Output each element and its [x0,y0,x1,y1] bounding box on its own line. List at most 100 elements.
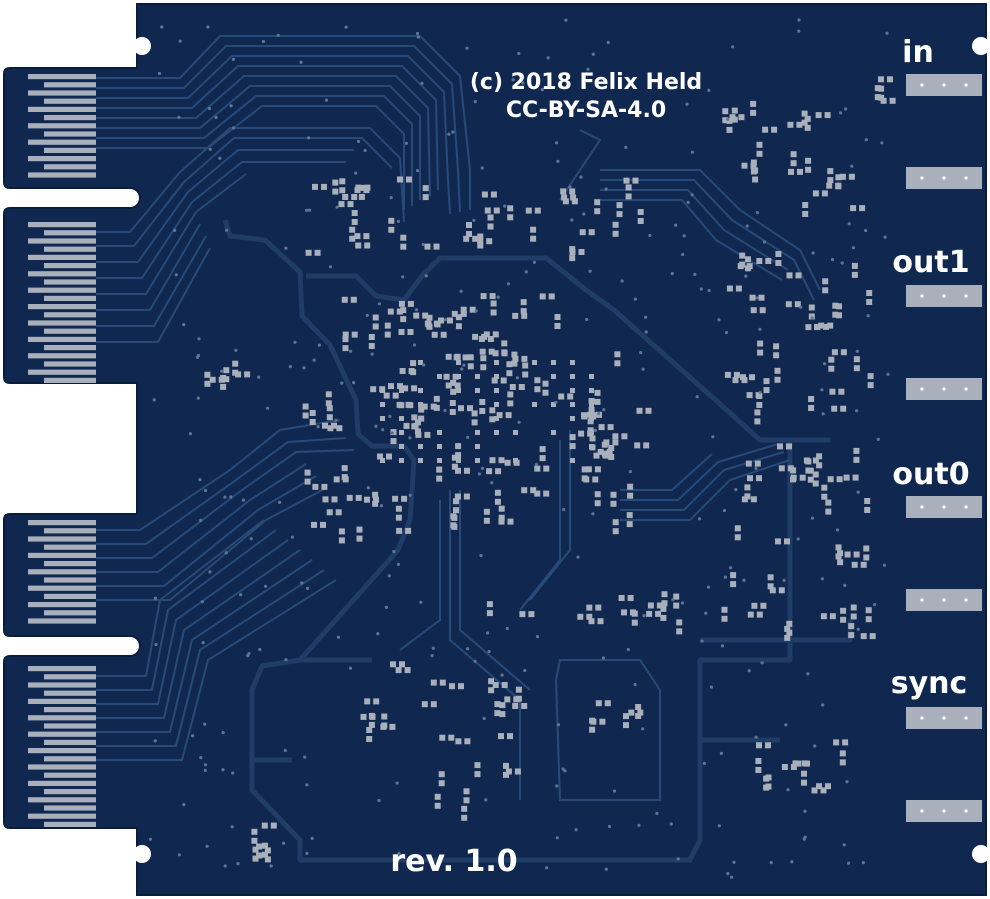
smd-pad [406,176,412,183]
smd-pad [594,466,601,473]
smd-pad [530,235,537,242]
smd-pad [831,349,838,356]
smd-pad [386,453,392,460]
bga-pad [532,360,537,365]
smd-pad [794,301,801,308]
smd-pad [440,331,447,338]
edge-finger-pad [44,723,96,729]
smd-pad [479,408,486,414]
via [839,111,843,115]
smd-pad [756,258,763,264]
smd-pad [571,198,578,205]
bga-pad [589,402,594,407]
via [835,528,840,532]
via [231,126,236,130]
smd-pad [445,353,452,360]
bga-pad [399,388,404,393]
via [540,88,544,92]
via [821,412,825,416]
smd-pad [756,150,763,157]
smd-pad [588,229,595,236]
smd-pad [368,712,375,719]
bga-pad [494,374,499,379]
smd-pad [822,287,829,294]
smd-pad [355,242,362,249]
via [681,252,685,257]
smd-pad [463,788,470,795]
smd-pad [848,173,855,180]
via [545,866,549,870]
smd-pad [587,411,593,418]
via [851,246,856,250]
smd-pad [840,349,847,356]
smd-pad [499,711,506,718]
via [556,723,561,727]
smd-pad [786,443,792,450]
edge-finger-pad [28,287,96,293]
smd-pad [351,194,358,200]
via [850,164,854,168]
via [249,537,253,541]
smd-pad [335,509,342,516]
via [223,495,227,499]
smd-pad [312,483,319,490]
via [283,748,287,753]
via [644,315,648,319]
smd-pad [823,323,829,330]
smd-pad [827,476,834,483]
via [876,437,880,441]
connector-pad-vias [920,83,968,813]
via [221,731,225,735]
smd-pad [366,736,373,742]
smd-pad [424,431,431,438]
smd-pad [311,521,317,528]
smd-pad [377,453,383,460]
smd-pad [264,847,271,854]
smd-pad [626,521,633,528]
via [726,872,730,876]
smd-pad [585,466,592,473]
via [506,282,510,286]
smd-pad [422,312,429,319]
bga-pad [570,402,575,407]
smd-pad [418,406,425,413]
smd-pad [730,572,737,579]
smd-pad [808,405,815,411]
bga-pad [513,430,518,435]
via [729,566,733,570]
smd-pad [804,124,811,131]
smd-pad [506,361,513,368]
smd-pad [807,467,814,474]
edge-finger-pad [28,90,96,96]
smd-pad [405,527,412,534]
via [864,138,868,142]
via [588,269,592,273]
via [685,102,689,106]
smd-pad [401,495,408,502]
smd-pad [732,377,739,384]
smd-pad [747,475,753,482]
via [430,654,434,658]
bga-pad [589,430,594,435]
smd-pad [542,380,549,387]
via [758,327,762,331]
via [447,132,451,136]
smd-pad [749,294,756,301]
smd-pad [341,465,348,472]
smd-pad [422,185,429,192]
smd-pad [808,396,815,402]
edge-finger-pad [28,698,96,704]
smd-pad [837,559,844,566]
smd-pad [534,465,541,472]
via [284,658,288,662]
smd-pad [763,378,770,385]
smd-pad [507,400,514,407]
smd-pad [372,323,379,330]
smd-pad [360,713,367,720]
smd-pad [445,382,452,389]
smd-pad [790,160,797,167]
via [220,369,224,373]
smd-pad [874,94,881,101]
smd-pad [460,310,467,317]
via [674,223,678,227]
